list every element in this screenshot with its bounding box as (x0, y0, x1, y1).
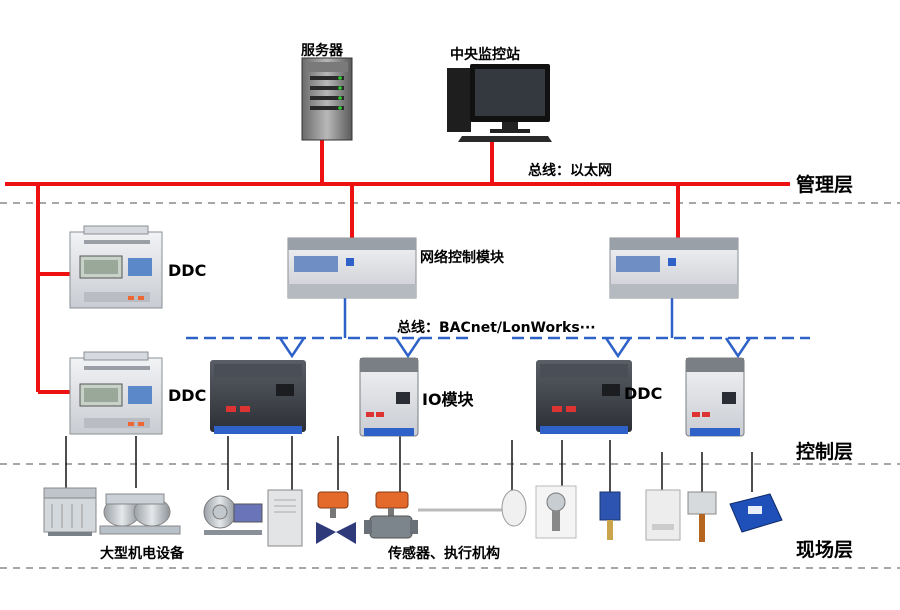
label-ddc-2: DDC (168, 386, 207, 405)
label-large-equipment: 大型机电设备 (100, 546, 184, 562)
label-io-module: IO模块 (422, 390, 474, 409)
transmitter-icon (729, 493, 783, 533)
ddc-controller-icon (69, 351, 163, 435)
label-network-module: 网络控制模块 (420, 250, 504, 266)
ddc-controller-icon (210, 360, 306, 434)
io-module-icon (685, 357, 745, 437)
label-control-layer: 控制层 (796, 441, 854, 463)
computer-icon (447, 64, 552, 142)
server-icon (301, 57, 353, 141)
pump-icon (203, 495, 263, 535)
layer-dividers (0, 202, 900, 569)
ddc-controller-icon (69, 225, 163, 309)
label-ddc-1: DDC (168, 261, 207, 280)
valve-icon (364, 491, 418, 539)
label-server: 服务器 (301, 43, 343, 59)
pressure-sensor-icon (535, 485, 577, 539)
flow-switch-icon (599, 491, 621, 540)
ddc-controller-icon (536, 360, 632, 434)
network-module-icon (609, 237, 739, 299)
field-wiring (65, 436, 753, 492)
duct-sensor-icon (687, 491, 717, 542)
ethernet-bus (5, 140, 790, 394)
cooling-tower-icon (43, 487, 97, 536)
sensor-icon (418, 489, 527, 527)
label-bus-ethernet: 总线：以太网 (528, 163, 612, 179)
network-module-icon (287, 237, 417, 299)
field-bus (186, 298, 810, 359)
label-sensors-actuators: 传感器、执行机构 (388, 546, 500, 562)
label-field-layer: 现场层 (796, 539, 854, 561)
label-management-layer: 管理层 (796, 174, 854, 196)
label-central-station: 中央监控站 (450, 47, 520, 63)
label-ddc-3: DDC (624, 384, 663, 403)
label-bus-field: 总线：BACnet/LonWorks··· (397, 320, 596, 336)
cabinet-icon (267, 489, 303, 547)
room-sensor-icon (645, 489, 681, 541)
chiller-icon (99, 493, 181, 535)
io-module-icon (359, 357, 419, 437)
valve-icon (316, 491, 356, 544)
